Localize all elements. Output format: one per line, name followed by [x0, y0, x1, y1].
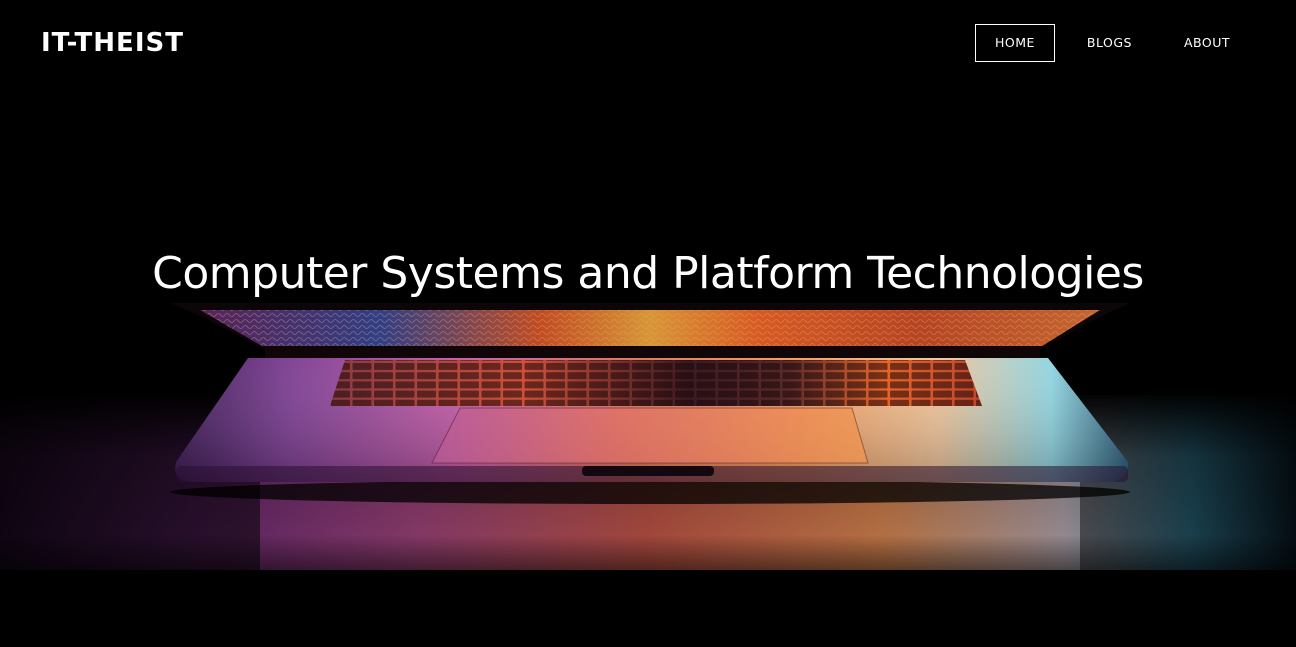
- nav-blogs[interactable]: BLOGS: [1086, 35, 1132, 50]
- nav-home[interactable]: HOME: [974, 24, 1055, 62]
- hero-title: Computer Systems and Platform Technologi…: [152, 248, 1144, 299]
- site-header: IT-THEIST HOME BLOGS ABOUT: [0, 0, 1296, 86]
- main-nav: HOME BLOGS ABOUT: [963, 24, 1250, 62]
- hero-section: [0, 303, 1296, 570]
- site-logo[interactable]: IT-THEIST: [41, 28, 184, 58]
- hero-laptop-image: [0, 303, 1296, 570]
- nav-about[interactable]: ABOUT: [1183, 35, 1230, 50]
- bottom-band: [0, 570, 1296, 647]
